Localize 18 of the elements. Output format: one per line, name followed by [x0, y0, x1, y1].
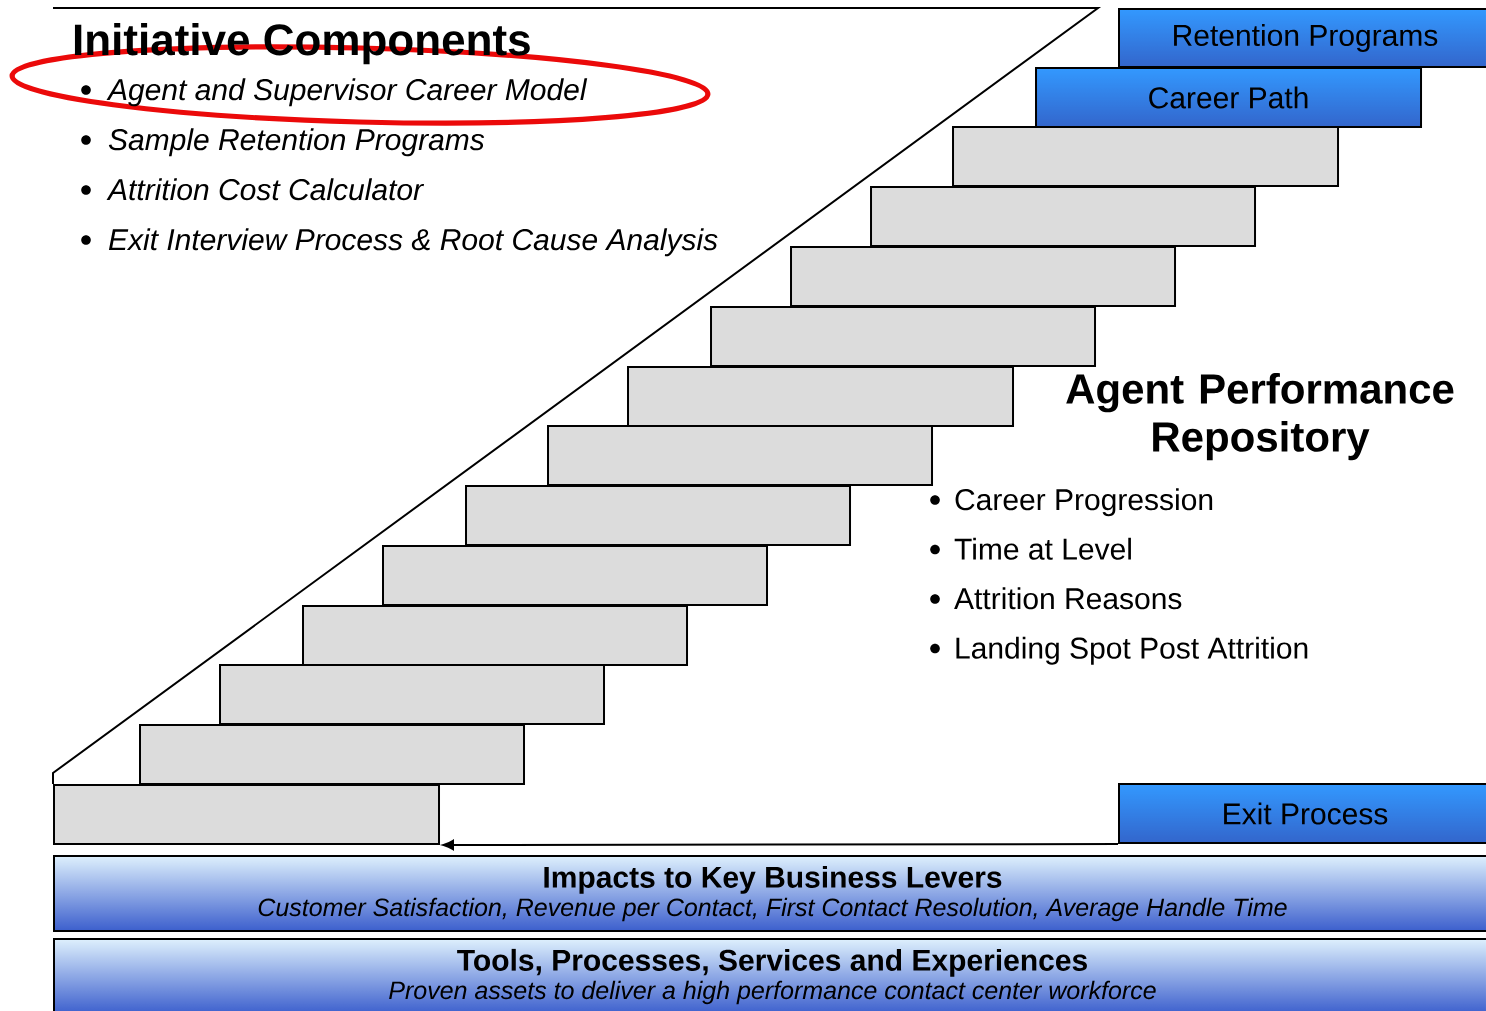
step-box: Retention Programs: [1118, 8, 1486, 68]
stair-step: [53, 784, 440, 845]
stair-step: [870, 186, 1256, 247]
bullet-item: Landing Spot Post Attrition: [930, 636, 1308, 665]
arrow: [442, 839, 1119, 851]
node-label: Sample Retention Programs: [108, 128, 485, 157]
step-box: Career Path: [1035, 67, 1423, 128]
bullet-item: Career Progression: [930, 488, 1213, 517]
banner: Impacts to Key Business Levers Customer Satisfaction, Revenue per Contact, First Contact Resolution, Average Handle Time: [53, 855, 1486, 932]
stair-step: [790, 246, 1176, 307]
step-box: Exit Process: [1118, 783, 1486, 844]
bullet-item: Attrition Reasons: [930, 587, 1182, 610]
node-label: Attrition Cost Calculator: [106, 178, 425, 201]
bullet-item: Time at Level: [930, 537, 1131, 560]
heading: Agent Performance Repository: [1066, 373, 1454, 461]
stair-step: [952, 126, 1339, 187]
node-label: Exit Interview Process & Root Cause Analysis: [108, 228, 718, 257]
banner: Tools, Processes, Services and Experiences Proven assets to deliver a high performance contact center workforce: [53, 938, 1486, 1011]
